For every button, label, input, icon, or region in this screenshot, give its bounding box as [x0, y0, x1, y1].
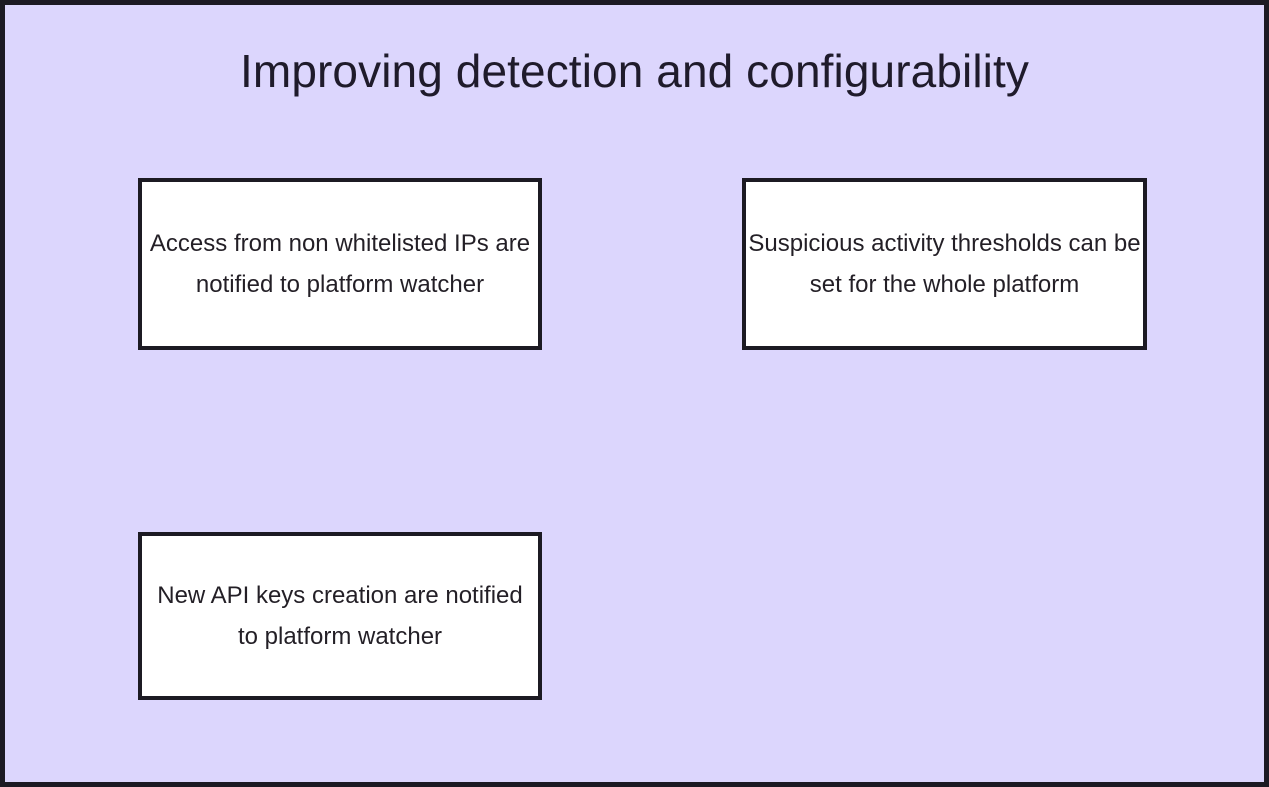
- node-suspicious-thresholds[interactable]: Suspicious activity thresholds can be se…: [742, 178, 1147, 350]
- node-api-keys-label: New API keys creation are notified to pl…: [157, 582, 523, 650]
- page-title: Improving detection and configurability: [240, 45, 1029, 97]
- node-access-whitelisted-label: Access from non whitelisted IPs are noti…: [149, 230, 531, 298]
- node-api-keys[interactable]: New API keys creation are notified to pl…: [138, 532, 542, 700]
- node-access-whitelisted[interactable]: Access from non whitelisted IPs are noti…: [138, 178, 542, 350]
- node-suspicious-thresholds-label: Suspicious activity thresholds can be se…: [748, 230, 1141, 298]
